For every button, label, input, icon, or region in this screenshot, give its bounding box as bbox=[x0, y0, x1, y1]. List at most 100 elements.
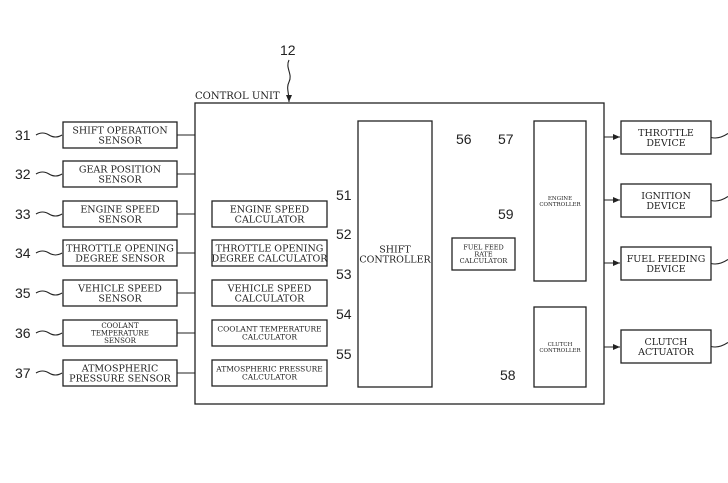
output-throttle-device-label-line: THROTTLE bbox=[638, 128, 694, 139]
sensor-34-label-line: THROTTLE OPENING bbox=[66, 243, 174, 254]
calculator-51-label-line: CALCULATOR bbox=[235, 214, 305, 225]
fuel-feed-rate-calculator-label-line: RATE bbox=[474, 250, 493, 258]
fuel-calculator-ref: 59 bbox=[498, 206, 514, 222]
sensor-ref-36: 36 bbox=[15, 325, 31, 341]
fuel-feed-rate-calculator-label-line: FUEL FEED bbox=[463, 243, 503, 251]
sensor-32-frame bbox=[62, 160, 178, 188]
calculator-53-label-line: VEHICLE SPEED bbox=[227, 283, 312, 294]
sensor-37-label-line: PRESSURE SENSOR bbox=[69, 373, 171, 384]
calculator-54-label-line: CALCULATOR bbox=[242, 333, 297, 342]
sensor-37-label-line: ATMOSPHERIC bbox=[81, 363, 159, 374]
clutch-controller-label-line: CLUTCH bbox=[548, 342, 573, 348]
calculator-55-frame bbox=[211, 359, 328, 387]
sensor-31-label-line: SHIFT OPERATION bbox=[72, 125, 167, 136]
calculator-52-label-line: DEGREE CALCULATOR bbox=[212, 253, 329, 264]
output-ignition-device-label-line: IGNITION bbox=[641, 191, 691, 202]
shift-controller-label-line: CONTROLLER bbox=[359, 254, 431, 265]
engine-controller-label-line: ENGINE bbox=[548, 196, 572, 202]
figure-ref-12: 12 bbox=[280, 42, 296, 58]
calculator-51-frame bbox=[211, 200, 328, 228]
sensor-37-frame bbox=[62, 359, 178, 387]
clutch-controller-ref: 58 bbox=[500, 367, 516, 383]
output-fuel-feeding-device-label-line: DEVICE bbox=[646, 264, 685, 275]
calculator-ref-52: 52 bbox=[336, 226, 352, 242]
sensor-36-label-line: SENSOR bbox=[104, 337, 137, 345]
output-clutch-actuator-label-line: CLUTCH bbox=[645, 337, 688, 348]
sensor-33-label-line: ENGINE SPEED bbox=[80, 204, 160, 215]
sensor-34-frame bbox=[62, 239, 178, 267]
calculator-ref-53: 53 bbox=[336, 266, 352, 282]
calculator-52-label-line: THROTTLE OPENING bbox=[216, 243, 324, 254]
sensor-34-label-line: DEGREE SENSOR bbox=[75, 253, 165, 264]
sensor-ref-35: 35 bbox=[15, 285, 31, 301]
sensor-ref-32: 32 bbox=[15, 166, 31, 182]
calculator-ref-54: 54 bbox=[336, 306, 352, 322]
engine-controller-frame bbox=[533, 120, 587, 282]
shift-controller-ref: 56 bbox=[456, 131, 472, 147]
calculator-53-frame bbox=[211, 279, 328, 307]
sensor-31-label-line: SENSOR bbox=[98, 135, 142, 146]
sensor-31-frame bbox=[62, 121, 178, 149]
shift-controller-frame bbox=[357, 120, 433, 388]
sensor-32-label-line: GEAR POSITION bbox=[79, 164, 161, 175]
sensor-35-frame bbox=[62, 279, 178, 307]
sensor-ref-37: 37 bbox=[15, 365, 31, 381]
fuel-feed-rate-calculator-label-line: CALCULATOR bbox=[460, 257, 509, 265]
sensor-ref-33: 33 bbox=[15, 206, 31, 222]
sensor-33-frame bbox=[62, 200, 178, 228]
control-unit-label: CONTROL UNIT bbox=[195, 91, 280, 102]
output-ignition-device-label-line: DEVICE bbox=[646, 201, 685, 212]
calculator-52-frame bbox=[211, 239, 328, 267]
sensor-35-label-line: SENSOR bbox=[98, 293, 142, 304]
output-ignition-device-frame bbox=[620, 183, 712, 218]
calculator-53-label-line: CALCULATOR bbox=[235, 293, 305, 304]
sensor-36-frame bbox=[62, 319, 178, 347]
sensor-36-label-line: COOLANT bbox=[101, 322, 139, 330]
calculator-55-label-line: ATMOSPHERIC PRESSURE bbox=[215, 365, 323, 374]
clutch-controller-frame bbox=[533, 306, 587, 388]
output-clutch-actuator-frame bbox=[620, 329, 712, 364]
engine-controller-ref: 57 bbox=[498, 131, 514, 147]
calculator-54-frame bbox=[211, 319, 328, 347]
output-fuel-feeding-device-frame bbox=[620, 246, 712, 281]
sensor-32-label-line: SENSOR bbox=[98, 174, 142, 185]
engine-controller-label-line: CONTROLLER bbox=[539, 202, 581, 208]
calculator-55-label-line: CALCULATOR bbox=[242, 373, 297, 382]
output-clutch-actuator-label-line: ACTUATOR bbox=[637, 347, 695, 358]
sensor-36-label-line: TEMPERATURE bbox=[91, 329, 149, 337]
sensor-33-label-line: SENSOR bbox=[98, 214, 142, 225]
output-throttle-device-frame bbox=[620, 120, 712, 155]
calculator-ref-55: 55 bbox=[336, 346, 352, 362]
clutch-controller-label-line: CONTROLLER bbox=[539, 348, 581, 354]
sensor-35-label-line: VEHICLE SPEED bbox=[77, 283, 162, 294]
output-throttle-device-label-line: DEVICE bbox=[646, 138, 685, 149]
output-fuel-feeding-device-label-line: FUEL FEEDING bbox=[627, 254, 706, 265]
calculator-54-label-line: COOLANT TEMPERATURE bbox=[217, 325, 321, 334]
shift-controller-label-line: SHIFT bbox=[379, 244, 411, 255]
fuel-feed-rate-calculator-frame bbox=[451, 237, 516, 271]
calculator-51-label-line: ENGINE SPEED bbox=[230, 204, 310, 215]
calculator-ref-51: 51 bbox=[336, 187, 352, 203]
sensor-ref-34: 34 bbox=[15, 245, 31, 261]
sensor-ref-31: 31 bbox=[15, 127, 31, 143]
